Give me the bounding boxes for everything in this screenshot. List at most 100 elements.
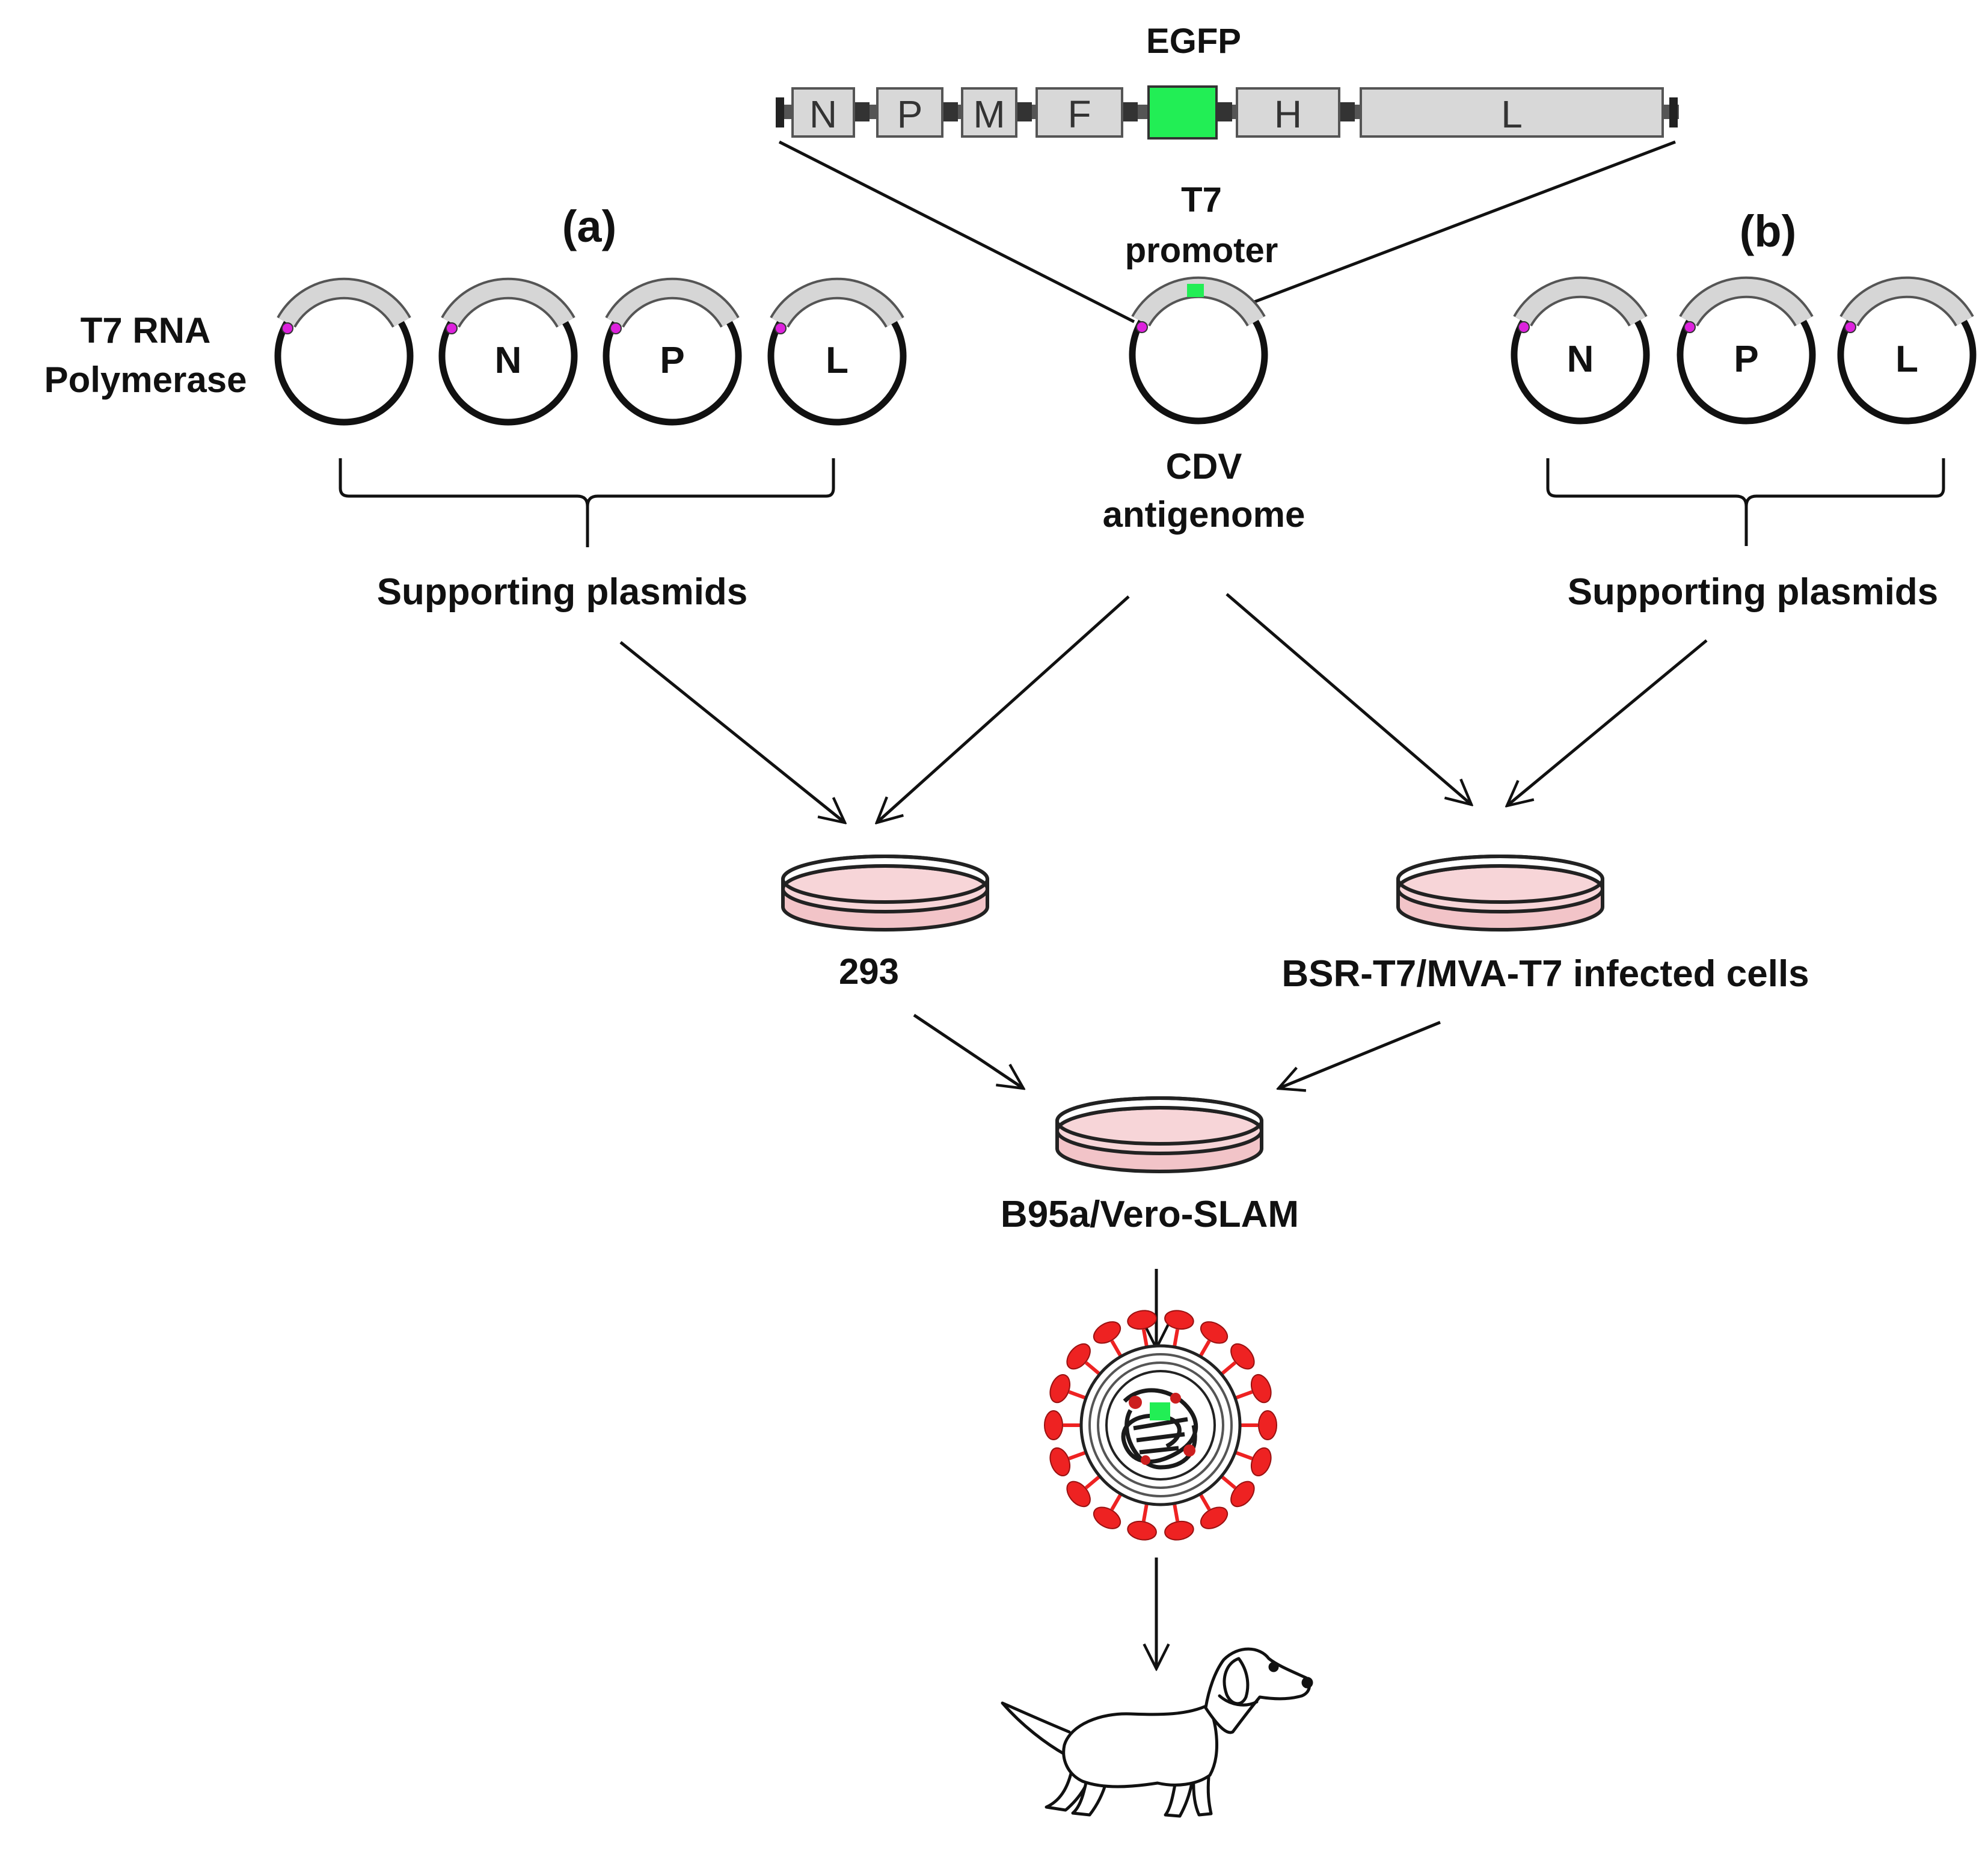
arrow-b-to-bsr xyxy=(1507,639,1708,806)
genome-right-end xyxy=(1669,97,1678,127)
virus-spike-head xyxy=(1230,1481,1255,1508)
plasmid-a-n-label: N xyxy=(495,340,522,381)
gene-box-l: L xyxy=(1360,87,1664,138)
cdv-antigenome-label-line2: antigenome xyxy=(1103,494,1305,535)
promoter-dot xyxy=(1684,321,1696,333)
cell-line-293-label: 293 xyxy=(839,951,899,992)
t7-promoter-label-line1: T7 xyxy=(1181,180,1222,219)
virus-spike-stem xyxy=(1219,1474,1237,1490)
virus-spike-stem xyxy=(1068,1450,1088,1461)
promoter-dot xyxy=(1844,321,1856,333)
zoom-line-left xyxy=(778,140,1135,324)
virus-inner-red xyxy=(1129,1393,1195,1465)
virus-egfp-mark xyxy=(1150,1402,1170,1420)
arrow-cdv-to-293 xyxy=(877,595,1130,823)
virus-spike-stem xyxy=(1141,1328,1149,1349)
bracket-b xyxy=(1546,458,1945,546)
flow-arrows xyxy=(619,593,1708,1669)
arrow-a-to-293 xyxy=(619,641,845,823)
virus-spike-stem xyxy=(1172,1328,1180,1349)
gene-box-h: H xyxy=(1236,87,1340,138)
zoom-line-right xyxy=(1249,140,1676,305)
panel-a: (a) T7 RNA Polymerase N P xyxy=(44,201,907,613)
genome-left-end xyxy=(776,97,784,127)
panel-a-tag: (a) xyxy=(562,201,616,251)
egfp-gene-box xyxy=(1147,85,1218,140)
svg-text:M: M xyxy=(973,93,1005,136)
plasmid-t7-polymerase xyxy=(274,277,414,426)
virus-spike-stem xyxy=(1110,1340,1123,1358)
virus-spike-stem xyxy=(1084,1474,1102,1490)
virus-spike-head xyxy=(1250,1374,1272,1404)
promoter-dot xyxy=(446,322,458,334)
virus-spike-head xyxy=(1127,1310,1157,1330)
virus-spike-head xyxy=(1049,1447,1071,1477)
virus-spike-head xyxy=(1093,1506,1121,1529)
virus-spike-head xyxy=(1250,1447,1272,1477)
t7-polymerase-label-line2: Polymerase xyxy=(44,360,247,400)
dish-293 xyxy=(781,855,989,932)
virus-glycoprotein-spikes xyxy=(1044,1310,1277,1541)
svg-text:P: P xyxy=(897,93,923,136)
promoter-dot xyxy=(775,322,787,334)
dish-bsr-t7 xyxy=(1396,855,1604,932)
center-antigenome: T7 promoter CDV antigenome xyxy=(1103,180,1305,535)
virus-spike-stem xyxy=(1198,1492,1211,1511)
supporting-plasmids-b-label: Supporting plasmids xyxy=(1568,571,1939,613)
arrow-bsr-to-b95a xyxy=(1278,1021,1441,1088)
gene-box-m: M xyxy=(961,87,1017,138)
egfp-insert-mark xyxy=(1187,284,1204,297)
gene-box-p: P xyxy=(876,87,943,138)
virus-spike-stem xyxy=(1110,1492,1123,1511)
virus-spike-stem xyxy=(1084,1361,1102,1377)
dog-icon xyxy=(1001,1647,1313,1818)
arrow-293-to-b95a xyxy=(913,1013,1023,1088)
panel-b: (b) N P L Supporting plasmids xyxy=(1511,206,1977,613)
panel-b-tag: (b) xyxy=(1740,206,1797,256)
virus-spike-head xyxy=(1066,1343,1091,1370)
plasmid-b-l: L xyxy=(1837,276,1977,425)
bracket-a xyxy=(339,458,835,547)
promoter-dot xyxy=(281,322,293,334)
plasmid-a-l: L xyxy=(767,277,907,426)
plasmid-b-n-label: N xyxy=(1567,339,1594,380)
virus-spike-head xyxy=(1093,1321,1121,1344)
plasmid-a-n: N xyxy=(438,277,578,426)
virus-spike-head xyxy=(1258,1410,1277,1440)
virus-spike-head xyxy=(1200,1506,1229,1529)
arrow-cdv-to-bsr xyxy=(1226,593,1471,805)
promoter-dot xyxy=(1518,321,1530,333)
svg-text:F: F xyxy=(1067,93,1091,136)
virus-spike-head xyxy=(1044,1410,1063,1440)
virus-spike-head xyxy=(1200,1321,1229,1344)
genome-map: EGFP N P M F xyxy=(776,22,1679,324)
gene-junctions xyxy=(854,102,1355,121)
cell-line-bsr-label: BSR-T7/MVA-T7 infected cells xyxy=(1281,953,1809,995)
svg-text:N: N xyxy=(809,93,837,136)
dish-b95a xyxy=(1055,1096,1263,1173)
virus-spike-stem xyxy=(1141,1502,1149,1522)
gene-box-f: F xyxy=(1035,87,1123,138)
virus-spike-stem xyxy=(1233,1450,1253,1461)
cell-line-b95a-label: B95a/Vero-SLAM xyxy=(1001,1194,1299,1235)
virus-spike-head xyxy=(1049,1374,1071,1404)
virus-spike-stem xyxy=(1219,1361,1237,1377)
plasmid-b-p: P xyxy=(1677,276,1816,425)
virus-spike-head xyxy=(1127,1520,1157,1541)
plasmid-a-l-label: L xyxy=(826,340,848,381)
virus-spike-stem xyxy=(1198,1340,1211,1358)
plasmid-a-p-label: P xyxy=(660,340,684,381)
virus-spike-head xyxy=(1230,1343,1255,1370)
egfp-label: EGFP xyxy=(1146,22,1241,61)
t7-polymerase-label-line1: T7 RNA xyxy=(81,310,211,351)
gene-box-n: N xyxy=(791,87,855,138)
virus-spike-head xyxy=(1066,1481,1091,1508)
virus-spike-stem xyxy=(1172,1502,1180,1522)
virus-spike-head xyxy=(1164,1520,1194,1541)
virus-spike-stem xyxy=(1068,1390,1088,1401)
t7-promoter-label-line2: promoter xyxy=(1125,231,1278,270)
promoter-dot xyxy=(610,322,622,334)
plasmid-b-p-label: P xyxy=(1734,339,1758,380)
supporting-plasmids-a-label: Supporting plasmids xyxy=(377,571,748,613)
